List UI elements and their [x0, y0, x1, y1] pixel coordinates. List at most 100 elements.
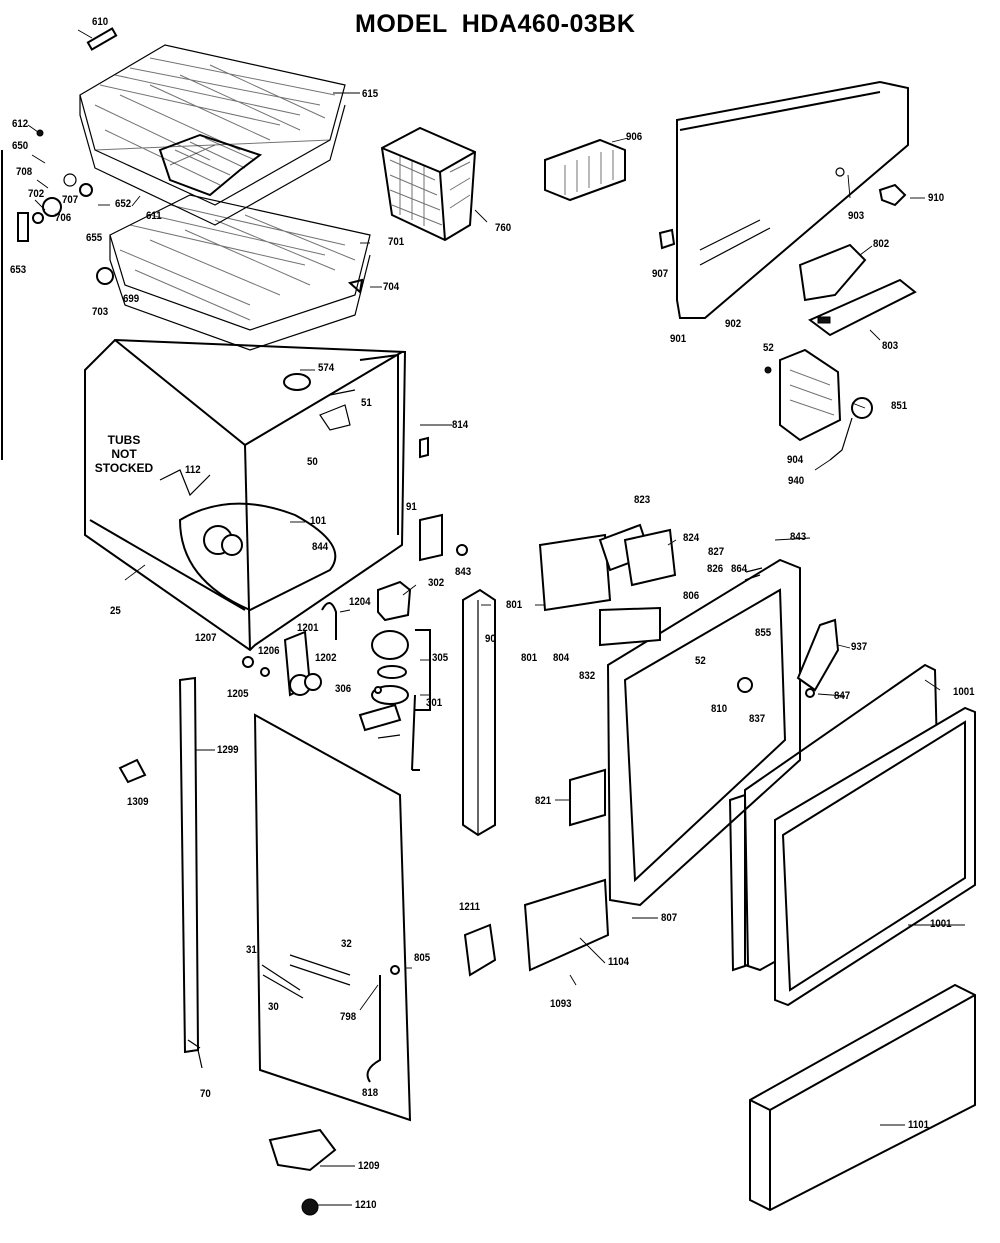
- callout-301: 301: [426, 697, 443, 709]
- callout-574: 574: [318, 362, 335, 374]
- callout-306: 306: [335, 683, 352, 695]
- callout-706: 706: [55, 212, 72, 224]
- callout-305: 305: [432, 652, 449, 664]
- callout-910: 910: [928, 192, 945, 204]
- callout-847: 847: [834, 690, 851, 702]
- callout-302: 302: [428, 577, 445, 589]
- door-panels: [728, 663, 976, 1212]
- callout-1204: 1204: [349, 596, 371, 608]
- callout-906: 906: [626, 131, 643, 143]
- callout-827: 827: [708, 546, 725, 558]
- callout-611: 611: [146, 210, 162, 222]
- callout-52-bottom: 52: [695, 655, 706, 667]
- callout-805: 805: [414, 952, 431, 964]
- pump-assembly: [242, 580, 431, 771]
- callout-801-lower: 801: [521, 652, 538, 664]
- callout-904: 904: [787, 454, 804, 466]
- rack-hardware: [17, 27, 364, 294]
- callout-1001-bottom: 1001: [930, 918, 952, 930]
- inner-door: [463, 523, 840, 977]
- callout-821: 821: [535, 795, 552, 807]
- callout-1001-top: 1001: [953, 686, 975, 698]
- silverware-basket: [380, 126, 477, 242]
- callout-1206: 1206: [258, 645, 280, 657]
- callout-818: 818: [362, 1087, 379, 1099]
- control-panel: [658, 80, 917, 337]
- callout-760: 760: [495, 222, 512, 234]
- callout-798: 798: [340, 1011, 357, 1023]
- callout-937: 937: [851, 641, 868, 653]
- callout-32: 32: [341, 938, 352, 950]
- callout-855: 855: [755, 627, 772, 639]
- callout-843-left: 843: [455, 566, 472, 578]
- callout-112: 112: [185, 464, 201, 476]
- timer-assembly: [764, 348, 873, 461]
- callout-901: 901: [670, 333, 687, 345]
- callout-1101: 1101: [908, 1119, 930, 1131]
- callout-907: 907: [652, 268, 669, 280]
- callout-699: 699: [123, 293, 140, 305]
- callout-810: 810: [711, 703, 728, 715]
- callout-1202: 1202: [315, 652, 337, 664]
- side-trim-strip: [462, 588, 496, 837]
- model-prefix: MODEL: [355, 10, 448, 38]
- callout-652: 652: [115, 198, 132, 210]
- callout-803: 803: [882, 340, 899, 352]
- callout-807: 807: [661, 912, 678, 924]
- callout-826: 826: [707, 563, 724, 575]
- callout-612: 612: [12, 118, 29, 130]
- upper-rack: [79, 44, 346, 226]
- callout-1210: 1210: [355, 1199, 377, 1211]
- callout-655: 655: [86, 232, 103, 244]
- callout-25: 25: [110, 605, 121, 617]
- callout-701: 701: [388, 236, 405, 248]
- callout-615: 615: [362, 88, 379, 100]
- callout-610: 610: [92, 16, 109, 28]
- callout-650: 650: [12, 140, 29, 152]
- callout-91: 91: [406, 501, 417, 513]
- callout-1104: 1104: [608, 956, 630, 968]
- callout-52-top: 52: [763, 342, 774, 354]
- callout-814: 814: [452, 419, 469, 431]
- callout-903: 903: [848, 210, 865, 222]
- callout-802: 802: [873, 238, 890, 250]
- callout-90: 90: [485, 633, 496, 645]
- callout-702: 702: [28, 188, 45, 200]
- callout-1205: 1205: [227, 688, 249, 700]
- callout-703: 703: [92, 306, 109, 318]
- callout-1207: 1207: [195, 632, 217, 644]
- callout-864: 864: [731, 563, 748, 575]
- callout-708: 708: [16, 166, 33, 178]
- callout-1309: 1309: [127, 796, 149, 808]
- dispenser-module: [544, 138, 626, 202]
- callout-50: 50: [307, 456, 318, 468]
- callout-1093: 1093: [550, 998, 572, 1010]
- callout-823: 823: [634, 494, 651, 506]
- model-title: MODEL HDA460-03BK: [355, 10, 635, 39]
- callout-30: 30: [268, 1001, 279, 1013]
- callout-837: 837: [749, 713, 766, 725]
- model-number: HDA460-03BK: [461, 10, 636, 38]
- callout-653: 653: [10, 264, 27, 276]
- callout-31: 31: [246, 944, 257, 956]
- callout-801-upper: 801: [506, 599, 523, 611]
- outer-door-panel: [118, 676, 412, 1216]
- callout-851: 851: [891, 400, 908, 412]
- callout-804: 804: [553, 652, 570, 664]
- callout-1299: 1299: [217, 744, 239, 756]
- leader-lines: [27, 29, 965, 1206]
- callout-843-right: 843: [790, 531, 807, 543]
- callout-844: 844: [312, 541, 329, 553]
- callout-832: 832: [579, 670, 596, 682]
- tubs-not-stocked-note: TUBS NOT STOCKED: [94, 433, 154, 475]
- callout-940: 940: [788, 475, 805, 487]
- callout-101: 101: [310, 515, 327, 527]
- callout-1201: 1201: [297, 622, 319, 634]
- callout-824: 824: [683, 532, 700, 544]
- lower-rack: [109, 194, 371, 351]
- callout-70: 70: [200, 1088, 211, 1100]
- callout-704: 704: [383, 281, 400, 293]
- callout-902: 902: [725, 318, 742, 330]
